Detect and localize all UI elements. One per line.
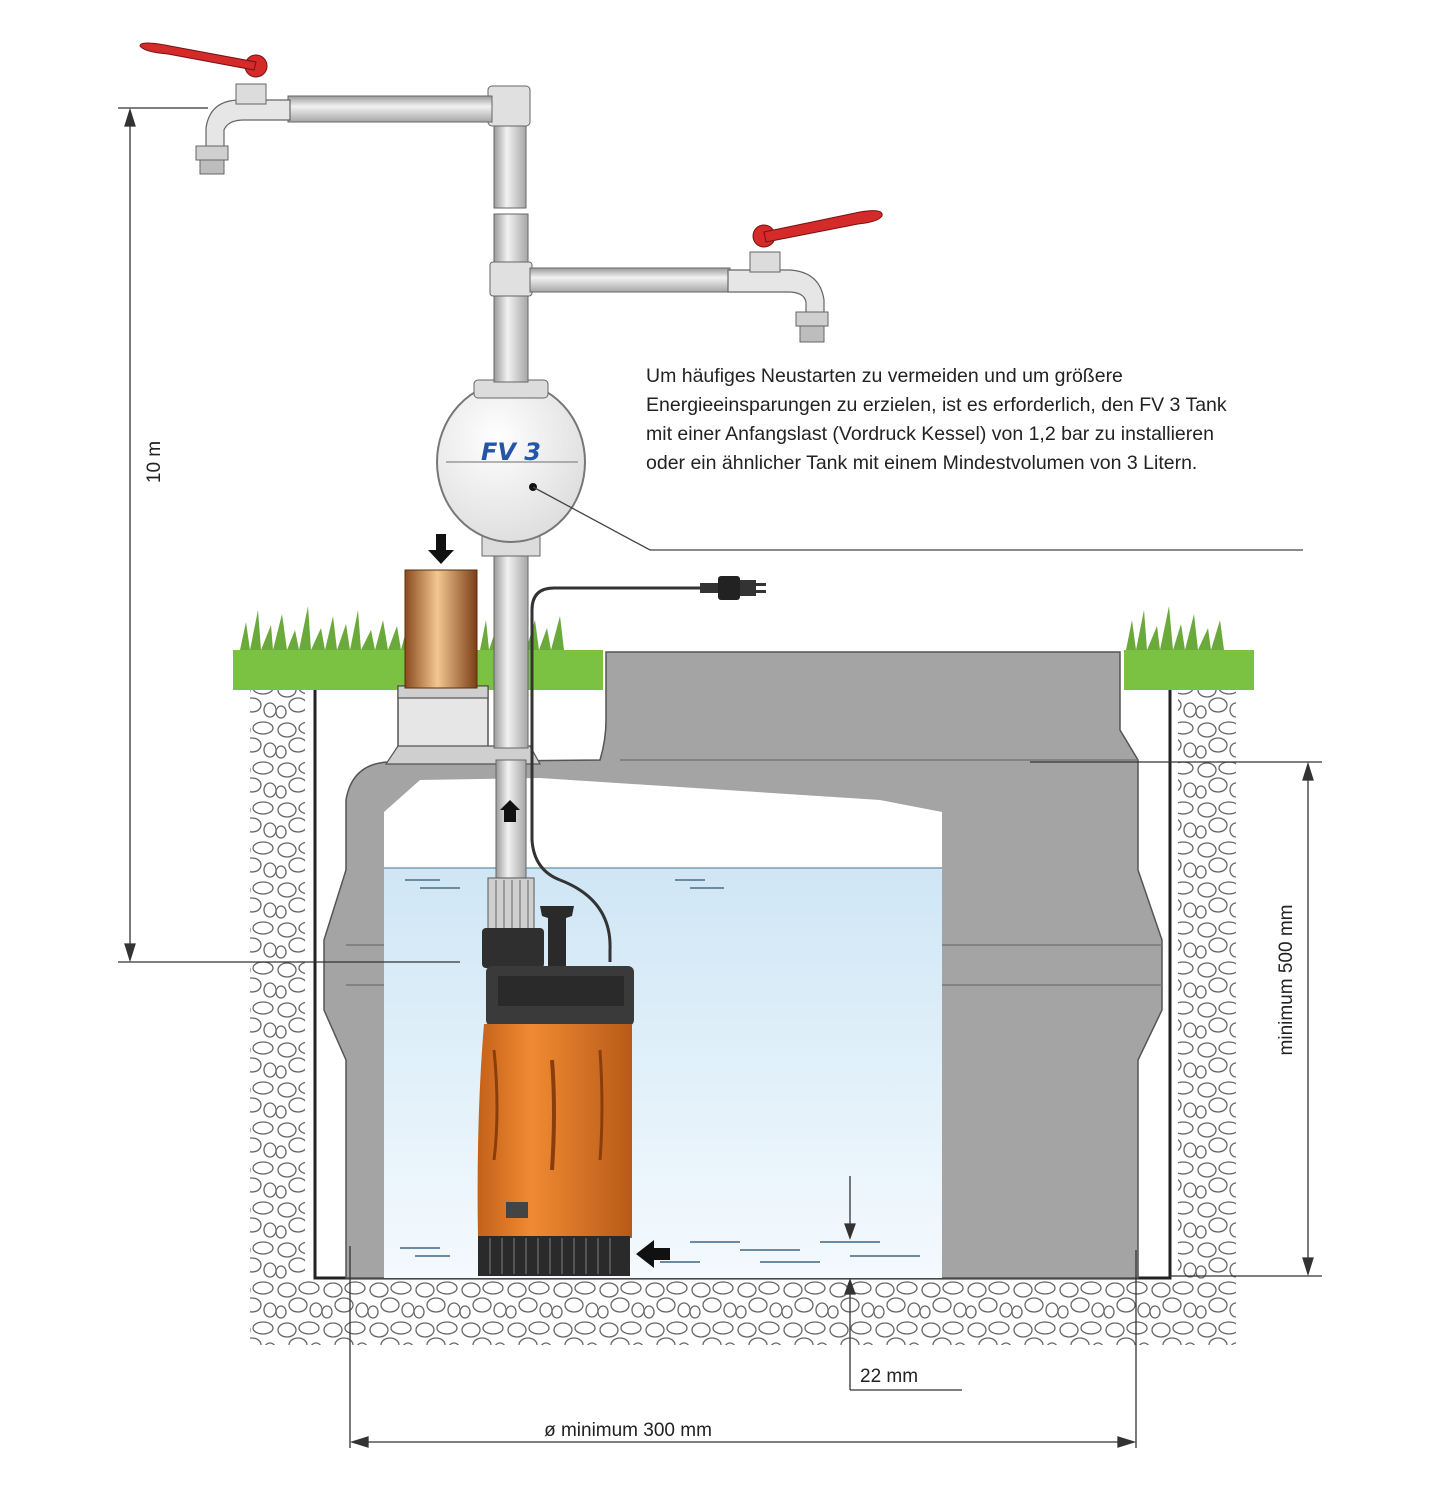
water-ripples — [400, 879, 920, 1263]
elbow-fitting-top — [487, 85, 531, 127]
depth-label: minimum 500 mm — [1276, 905, 1297, 1056]
grass-right — [1124, 650, 1254, 690]
branch-pipe-lower — [529, 267, 731, 293]
water-body — [384, 868, 942, 1278]
tank-label: FV 3 — [481, 438, 541, 466]
power-plug-icon — [700, 576, 766, 600]
gravel-bottom — [250, 1280, 1236, 1345]
dimension-depth — [1030, 761, 1322, 1277]
discharge-pipe-mid — [493, 555, 529, 749]
branch-pipe-upper — [287, 95, 493, 123]
note-line: mit einer Anfangslast (Vordruck Kessel) … — [646, 423, 1214, 445]
grass-blades-right — [1126, 606, 1224, 650]
valve-handle-lower — [763, 210, 883, 243]
copper-riser-pipe — [404, 569, 478, 689]
dimension-diameter — [349, 1246, 1137, 1448]
dimension-height — [118, 107, 460, 963]
discharge-pipe-upper — [493, 213, 529, 383]
gravel-left — [250, 690, 305, 1290]
water-tap-upper — [139, 42, 291, 175]
note-line: oder ein ähnlicher Tank mit einem Mindes… — [646, 452, 1198, 474]
note-line: Energieeinsparungen zu erzielen, ist es … — [646, 394, 1227, 416]
dimension-gap — [844, 1176, 962, 1391]
power-cable — [530, 586, 700, 760]
tee-fitting-lower — [489, 261, 533, 297]
gravel-right — [1178, 690, 1236, 1290]
note-pointer-line — [532, 486, 1303, 551]
submersible-pump — [477, 877, 634, 1276]
suction-arrow-icon — [636, 1240, 670, 1268]
flow-up-arrow-icon — [500, 800, 520, 822]
note-line: Um häufiges Neustarten zu vermeiden und … — [646, 365, 1123, 387]
tank-top-fitting — [473, 379, 549, 399]
valve-handle-upper — [139, 42, 257, 71]
height-label: 10 m — [144, 441, 165, 483]
installation-note: Um häufiges Neustarten zu vermeiden und … — [646, 362, 1346, 478]
diameter-label: ø minimum 300 mm — [544, 1420, 712, 1441]
gap-label: 22 mm — [860, 1366, 918, 1387]
inlet-arrow-icon — [428, 534, 454, 564]
water-tap-lower — [727, 210, 883, 343]
